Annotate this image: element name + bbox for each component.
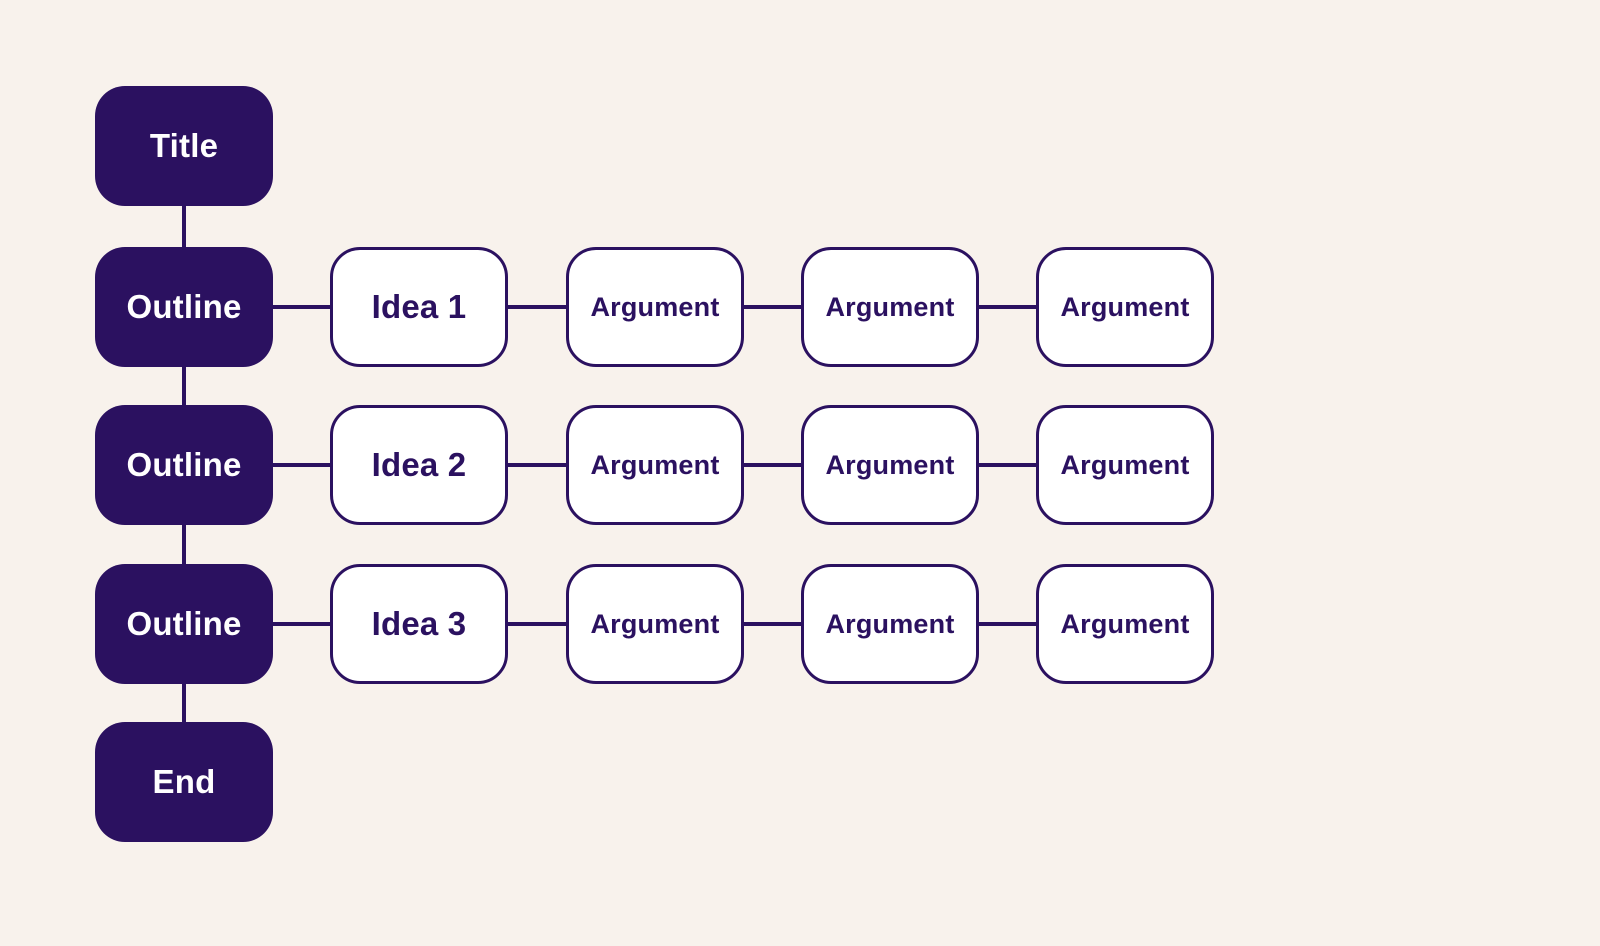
node-outline-1: Outline: [95, 247, 273, 367]
node-argument-2-1: Argument: [566, 405, 744, 525]
node-argument-3-2: Argument: [801, 564, 979, 684]
node-argument-2-3: Argument: [1036, 405, 1214, 525]
node-argument-2-2: Argument: [801, 405, 979, 525]
node-end: End: [95, 722, 273, 842]
node-argument-3-3: Argument: [1036, 564, 1214, 684]
node-outline-2: Outline: [95, 405, 273, 525]
node-title: Title: [95, 86, 273, 206]
node-argument-3-1: Argument: [566, 564, 744, 684]
node-argument-1-1: Argument: [566, 247, 744, 367]
node-idea-3: Idea 3: [330, 564, 508, 684]
node-outline-3: Outline: [95, 564, 273, 684]
node-idea-1: Idea 1: [330, 247, 508, 367]
node-idea-2: Idea 2: [330, 405, 508, 525]
node-argument-1-2: Argument: [801, 247, 979, 367]
node-argument-1-3: Argument: [1036, 247, 1214, 367]
